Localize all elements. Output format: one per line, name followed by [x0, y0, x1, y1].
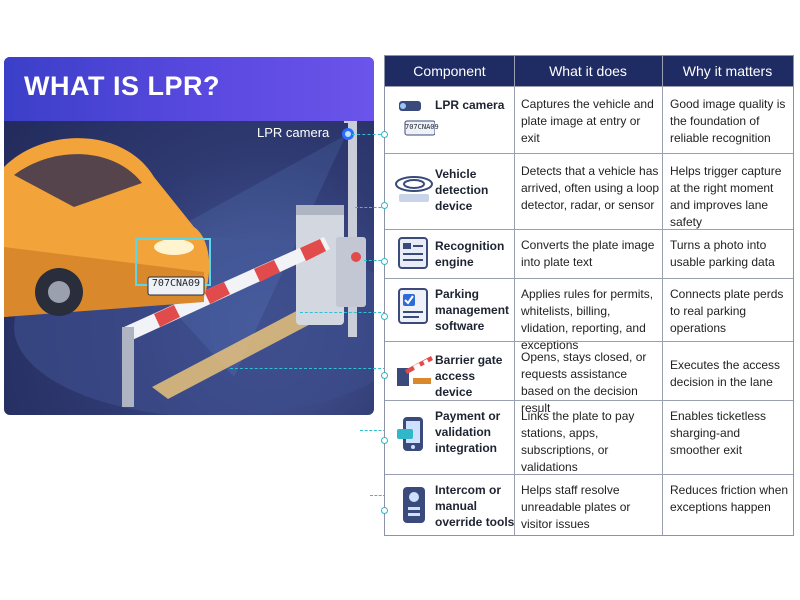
why-it-matters: Reduces friction when exceptions happen [670, 483, 789, 514]
connector-line [230, 368, 386, 369]
connector-dot [381, 258, 388, 265]
why-it-matters: Turns a photo into usable parking data [670, 238, 775, 269]
recognition-engine-icon [393, 234, 435, 274]
component-name: Parking management software [435, 287, 510, 333]
connector-dot [381, 507, 388, 514]
table-row: Recognition engine Converts the plate im… [381, 229, 793, 279]
connector-line [352, 134, 386, 135]
what-it-does: Detects that a vehicle has arrived, ofte… [521, 164, 660, 212]
why-it-matters: Enables ticketless sharging-and smoother… [670, 409, 767, 457]
component-name: Intercom or manual override tools [435, 483, 515, 529]
component-name: Recognition engine [435, 239, 505, 269]
title-banner [4, 57, 374, 121]
column-divider [514, 56, 515, 535]
connector-line [300, 312, 386, 313]
camera-label: LPR camera [257, 125, 330, 140]
what-it-does: Opens, stays closed, or requests assista… [521, 350, 647, 415]
lpr-illustration: WHAT IS LPR? LPR camera 707CNA09 [4, 57, 374, 415]
component-name: Vehicle detection device [435, 167, 489, 213]
plate-text: 707CNA09 [151, 278, 201, 289]
components-table: Component What it does Why it matters 70… [381, 55, 794, 536]
column-divider [662, 56, 663, 535]
what-it-does: Helps staff resolve unreadable plates or… [521, 483, 631, 531]
why-it-matters: Good image quality is the foundation of … [670, 97, 786, 145]
connector-dot [381, 313, 388, 320]
camera-icon [393, 97, 436, 137]
why-it-matters: Helps trigger capture at the right momen… [670, 164, 782, 229]
what-it-does: Links the plate to pay stations, apps, s… [521, 409, 635, 474]
table-row: Intercom or manual override tools Helps … [381, 474, 793, 536]
loop-detector-icon [393, 168, 435, 208]
why-it-matters: Executes the access decision in the lane [670, 358, 781, 389]
connector-dot [381, 437, 388, 444]
car-illustration [4, 138, 210, 317]
table-row: 707CNA09 LPR camera Captures the vehicle… [381, 86, 793, 154]
page-title: WHAT IS LPR? [24, 71, 220, 101]
column-header-component: Component [413, 63, 486, 79]
column-header-why: Why it matters [682, 63, 773, 79]
payment-phone-icon [393, 415, 435, 455]
table-row: Payment or validation integration Links … [381, 400, 793, 475]
what-it-does: Captures the vehicle and plate image at … [521, 97, 654, 145]
table-row: Vehicle detection device Detects that a … [381, 153, 793, 230]
intercom-icon [393, 485, 435, 525]
component-name: Payment or validation integration [435, 409, 501, 455]
connector-line [364, 260, 386, 261]
connector-dot [381, 372, 388, 379]
connector-dot [381, 202, 388, 209]
connector-line [355, 207, 386, 208]
parking-lane-scene [4, 84, 374, 415]
connector-dot [381, 131, 388, 138]
table-row: Parking management software Applies rule… [381, 278, 793, 352]
component-name: Barrier gate access device [435, 353, 503, 399]
camera-plate-text: 707CNA09 [405, 123, 439, 131]
connector-line [370, 495, 386, 496]
table-row: Barrier gate access device Opens, stays … [381, 341, 793, 415]
what-it-does: Applies rules for permits, whitelists, b… [521, 287, 654, 352]
why-it-matters: Connects plate perds to real parking ope… [670, 287, 784, 335]
table-header: Component What it does Why it matters [385, 56, 793, 86]
connector-line [360, 430, 386, 431]
what-it-does: Converts the plate image into plate text [521, 238, 655, 269]
column-header-what: What it does [549, 63, 627, 79]
barrier-gate-icon [393, 350, 435, 390]
component-name: LPR camera [435, 98, 505, 112]
checklist-icon [393, 287, 435, 327]
